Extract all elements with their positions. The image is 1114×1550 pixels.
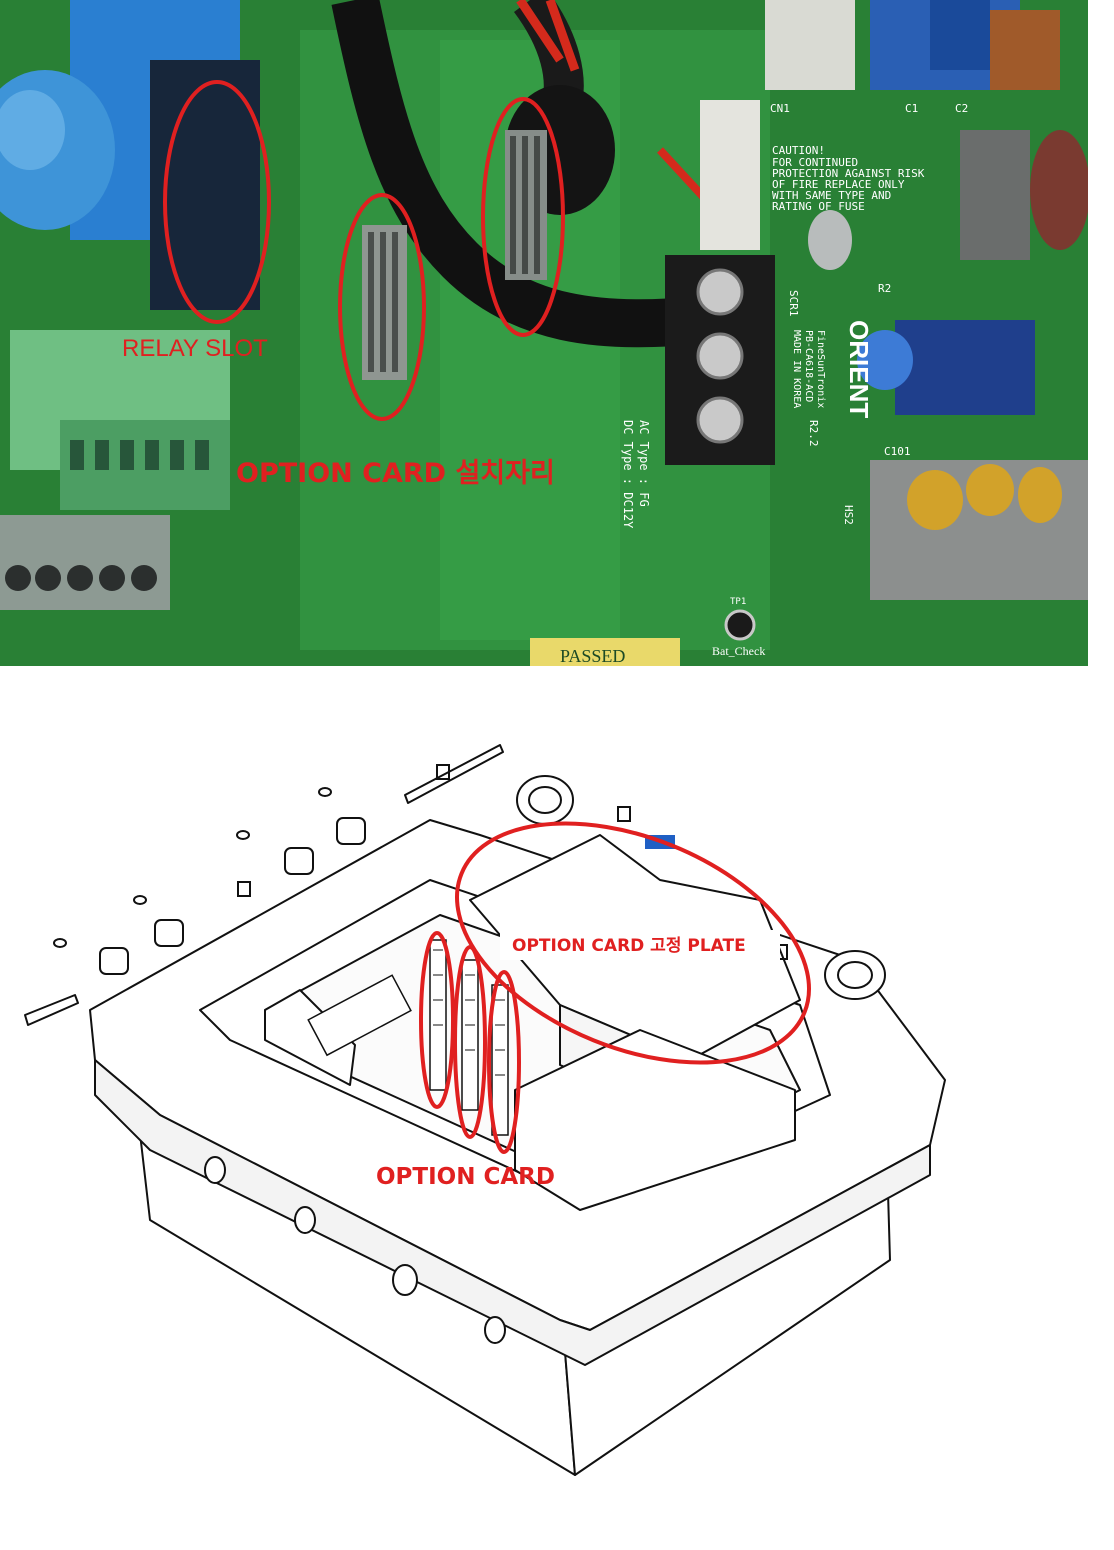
screw (237, 881, 251, 897)
mount-hole (294, 1206, 316, 1234)
fixing-plate-callout: OPTION CARD 고정 PLATE (512, 936, 746, 956)
option-card-connector (491, 984, 509, 1136)
washer (133, 895, 147, 905)
enclosure-line-drawing: OPTION CARD 고정 PLATE OPTION CARD (24, 744, 946, 1476)
mount-hole (484, 1316, 506, 1344)
screw (617, 806, 631, 822)
screw-terminal-block (0, 515, 170, 610)
standoff (336, 817, 366, 845)
silk-label: C101 (884, 445, 911, 458)
relay-slot-callout: RELAY SLOT (122, 335, 268, 362)
washer (53, 938, 67, 948)
option-card-slot-highlight-1 (338, 193, 426, 421)
option-card-highlight-3 (487, 970, 521, 1154)
standoff (99, 947, 129, 975)
ac-type-text: AC Type : FG (637, 420, 651, 507)
flange-edge (94, 1059, 931, 1366)
caution-line: FOR CONTINUED (772, 156, 858, 169)
terminal-strip (307, 974, 412, 1057)
bat-check-label: Bat_Check (712, 644, 765, 658)
mount-hole (204, 1156, 226, 1184)
option-card-highlight-1 (419, 931, 455, 1109)
test-point (724, 609, 756, 641)
standoff (284, 847, 314, 875)
passed-text: PASSED (560, 646, 625, 666)
option-card-location-callout: OPTION CARD 설치자리 (236, 458, 555, 489)
enclosure-drawing: OPTION CARD 고정 PLATE OPTION CARD (0, 666, 1114, 1550)
option-card-callout: OPTION CARD (376, 1164, 555, 1190)
passed-sticker (530, 638, 680, 666)
silk-label: CN1 (770, 102, 790, 115)
silk-label: SCR1 (787, 290, 800, 317)
option-card-slot-highlight-2 (481, 97, 565, 337)
caution-title: CAUTION! (772, 144, 825, 157)
mount-hole (392, 1264, 418, 1296)
transformer (895, 320, 1035, 415)
screw (436, 764, 450, 780)
black-cable (331, 0, 703, 348)
component-box (514, 1029, 796, 1211)
pcb-photo-illustration: CAUTION! FOR CONTINUED PROTECTION AGAINS… (0, 0, 1088, 666)
option-card-connector (429, 939, 447, 1091)
option-card-highlight-2 (453, 945, 487, 1139)
option-card-connector (461, 959, 479, 1111)
inductor-coil (990, 10, 1060, 90)
fixing-plate-highlight (455, 821, 811, 1065)
caution-line: WITH SAME TYPE AND (772, 189, 891, 202)
white-connector (700, 100, 760, 250)
brand-logo-text: ORIENT (844, 320, 874, 418)
long-rod (24, 994, 79, 1026)
tp-label: TP1 (730, 597, 746, 607)
dc-type-text: DC Type : DC12Y (621, 420, 635, 529)
pcb-photo: CAUTION! FOR CONTINUED PROTECTION AGAINS… (0, 0, 1088, 666)
relay-slot-highlight (163, 80, 271, 324)
washer (318, 787, 332, 797)
revision-text: R2.2 (807, 420, 820, 447)
caution-line: OF FIRE REPLACE ONLY (772, 178, 905, 191)
silk-label: R2 (878, 282, 891, 295)
washer (236, 830, 250, 840)
caution-line: RATING OF FUSE (772, 200, 865, 213)
made-in-text: MADE IN KOREA (791, 330, 802, 408)
caution-line: PROTECTION AGAINST RISK (772, 167, 925, 180)
silk-label: HS2 (842, 505, 855, 525)
model-text: PB-CA618-ACD (803, 330, 814, 402)
red-wire (516, 0, 564, 63)
silk-label: C2 (955, 102, 968, 115)
standoff (154, 919, 184, 947)
relay-block (264, 989, 356, 1086)
silk-label: C1 (905, 102, 918, 115)
maker-text: FineSunTronix (815, 330, 826, 408)
long-rod (404, 744, 504, 804)
